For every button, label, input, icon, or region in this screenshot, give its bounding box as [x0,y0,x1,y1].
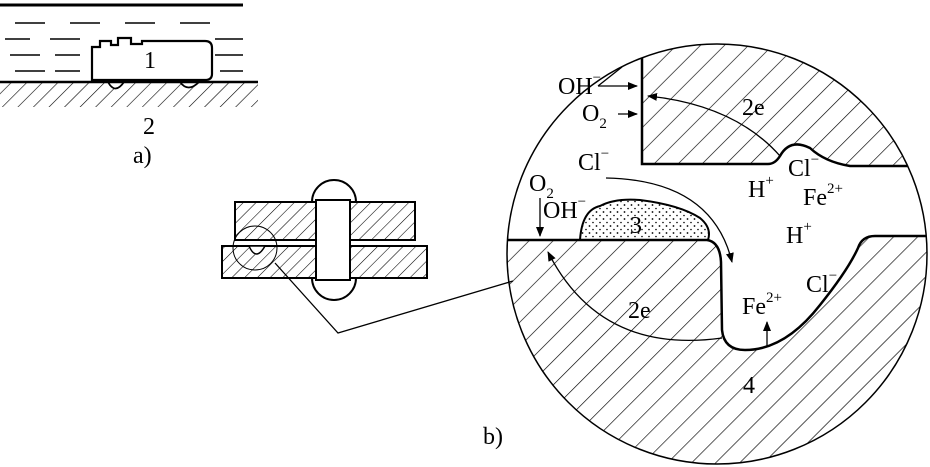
label-h-plus-1: H+ [748,173,774,203]
label-2e-top: 2e [742,95,765,121]
crevice-pit-small [247,245,267,255]
label-2: 2 [143,114,155,140]
deposit-1-shape [90,36,214,82]
arrows [536,66,781,347]
magnify-circle-big [506,43,928,465]
arrow-cl-flow [605,177,734,263]
label-o2-top: O2 [582,101,607,132]
metal-base-hatch [0,82,258,107]
label-oh-top: OH− [558,70,601,100]
rivet-head-top [310,179,358,203]
caption-a: a) [133,143,152,169]
label-o2-left: O2 [529,171,554,202]
liquid-dashes [5,22,243,72]
magnified-view: OH− O2 2e Cl− Cl− H+ Fe2+ H+ O2 OH− 3 2e… [506,43,928,465]
caption-b: b) [483,424,503,450]
connector-oh-to-circle [597,66,623,87]
label-h-plus-2: H+ [786,219,812,249]
label-fe-2: Fe2+ [742,290,782,320]
label-cl-left: Cl− [578,146,609,176]
label-3: 3 [630,213,642,239]
figure-a: 1 2 a) [0,3,258,169]
label-2e-bottom: 2e [628,298,651,324]
rivet-head-bottom [310,277,358,301]
riveted-joint [221,179,514,334]
label-oh-left: OH− [543,194,586,224]
label-1: 1 [144,48,156,74]
leader-line [274,262,514,334]
lower-plate-section [507,234,927,464]
upper-plate-section [640,44,927,168]
magnify-circle-small [232,225,278,271]
deposit-3-shape [578,198,710,241]
label-fe-1: Fe2+ [803,181,843,211]
arrow-electrons-top [647,92,781,157]
label-cl-right: Cl− [806,268,837,298]
arrow-electrons-bottom [547,251,723,342]
label-4: 4 [743,373,755,399]
label-cl-crevice: Cl− [788,152,819,182]
rivet-shank [315,199,351,281]
